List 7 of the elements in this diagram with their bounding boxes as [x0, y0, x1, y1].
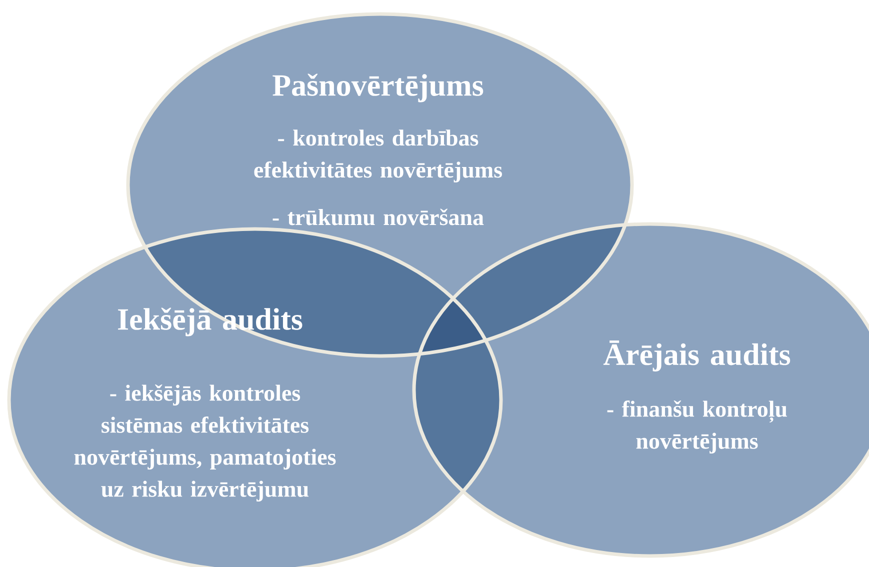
body-text: - kontroles darbības efektivitātes novērtējums: [254, 130, 502, 182]
body-text: - trūkumu novēršana: [272, 208, 484, 226]
heading-text: Iekšējā audits: [118, 308, 302, 336]
body-text: - iekšējās kontroles sistēmas efektivitātes novērtējums, pamatojoties uz risku izvērtējumu: [74, 384, 336, 502]
body-text: - finanšu kontroļu novērtējums: [607, 400, 787, 454]
heading-text: Ārējais audits: [603, 340, 790, 372]
heading-text: Pašnovērtējums: [272, 74, 484, 102]
